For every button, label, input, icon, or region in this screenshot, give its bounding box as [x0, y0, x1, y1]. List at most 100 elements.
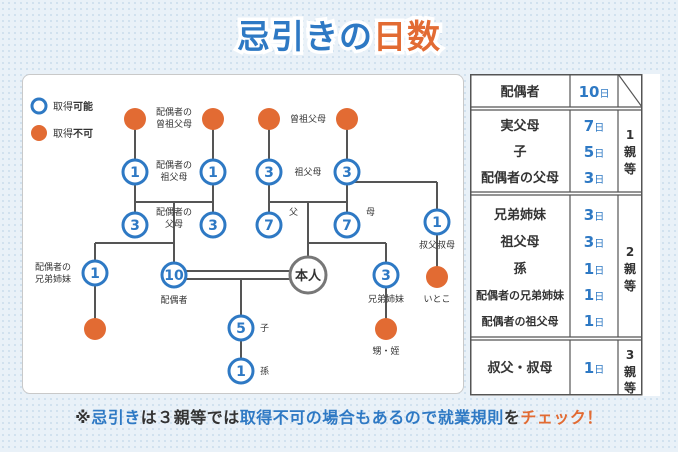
sibling-value: 3 [381, 268, 391, 284]
table-row-2-label: 実父母 [500, 118, 539, 134]
table-row-10-value: 1日 [584, 359, 604, 377]
table-row-4-label: 配偶者の父母 [481, 170, 559, 186]
spouse-great-grandparent-left-node [124, 108, 146, 130]
spouse-sibling-label-2: 兄弟姉妹 [35, 273, 71, 285]
table-row-8-label: 配偶者の兄弟姉妹 [476, 288, 565, 302]
table-row-6-label: 祖父母 [499, 234, 539, 250]
great-grandparent-left-node [258, 108, 280, 130]
spouse-sibling-value: 1 [90, 266, 100, 282]
table-row-7-value: 1日 [584, 260, 604, 278]
grandchild-value: 1 [236, 364, 246, 380]
spouse-great-grandparent-label-2: 曾祖父母 [156, 118, 192, 130]
grandparent-right-value: 3 [342, 165, 352, 181]
table-row-9-value: 1日 [584, 312, 604, 330]
spouse-grandparent-right-node [199, 158, 227, 186]
footnote-part-7: を [503, 408, 521, 427]
degree-3-char-2: 等 [623, 380, 636, 395]
leave-days-table-grid: 配偶者 10日 実父母 7日 子 5日 配偶者の父母 3日 兄弟姉妹 3日 祖父… [470, 74, 643, 396]
table-row-10-label: 叔父・叔母 [487, 360, 552, 376]
grandparent-right-node [333, 158, 361, 186]
father-value: 7 [264, 218, 274, 234]
self-label: 本人 [295, 268, 322, 284]
leave-days-table: 配偶者 10日 実父母 7日 子 5日 配偶者の父母 3日 兄弟姉妹 3日 祖父… [470, 74, 660, 396]
table-row-1-value: 10日 [579, 83, 610, 101]
footnote-prefix: ※ [75, 408, 92, 427]
degree-1-number: 1 [626, 128, 634, 142]
aunt-uncle-node [423, 208, 451, 236]
mother-value: 7 [342, 218, 352, 234]
spouse-parent-label-1: 配偶者の [156, 206, 192, 218]
spouse-grandparent-label-1: 配偶者の [156, 159, 192, 171]
sibling-node [372, 261, 400, 289]
spouse-great-grandparent-label-1: 配偶者の [156, 106, 192, 118]
degree-1-char-2: 等 [623, 161, 636, 176]
child-label: 子 [260, 323, 269, 334]
grandchild-label: 孫 [260, 365, 269, 377]
footnote-part-2: は [140, 408, 158, 427]
title-part-2: の [336, 14, 376, 60]
footnote-part-4: では [206, 408, 240, 427]
aunt-uncle-value: 1 [432, 215, 442, 231]
table-row-8-value: 1日 [584, 286, 604, 304]
table-row-3-value: 5日 [584, 143, 604, 161]
great-grandparent-label: 曾祖父母 [290, 113, 326, 125]
footnote-part-1: 忌引き [91, 408, 141, 427]
spouse-grandparent-left-node [121, 158, 149, 186]
table-row-6-value: 3日 [584, 233, 604, 251]
father-label: 父 [289, 207, 298, 218]
title-part-3: 日数 [370, 14, 444, 60]
degree-2-char-1: 親 [624, 261, 636, 276]
footnote-part-5: 取得不可の場合もあるので [239, 408, 438, 427]
spouse-parent-right-node [199, 211, 227, 239]
father-node [255, 211, 283, 239]
mother-node [333, 211, 361, 239]
family-tree-panel: 取得可能 取得不可 配偶者の 曾祖父母 曾祖父母 1 1 配偶者の 祖父母 3 … [22, 74, 464, 394]
family-tree-diagram: 取得可能 取得不可 配偶者の 曾祖父母 曾祖父母 1 1 配偶者の 祖父母 3 … [30, 97, 455, 385]
cousin-label: いとこ [423, 294, 450, 305]
grandparent-label: 祖父母 [294, 166, 321, 178]
table-row-3-label: 子 [513, 145, 526, 160]
spouse-parent-left-node [121, 211, 149, 239]
spouse-parent-right-value: 3 [208, 218, 218, 234]
table-row-1-label: 配偶者 [500, 84, 539, 100]
spouse-parent-left-value: 3 [130, 218, 140, 234]
table-row-2-value: 7日 [584, 117, 604, 135]
footnote-part-8: チェック！ [520, 408, 603, 427]
degree-2-char-2: 等 [623, 278, 636, 293]
spouse-grandparent-label-2: 祖父母 [160, 171, 187, 183]
child-node [227, 314, 255, 342]
mother-label: 母 [366, 207, 375, 218]
spouse-great-grandparent-right-node [202, 108, 224, 130]
nephew-niece-label: 甥・姪 [372, 345, 399, 357]
degree-1-char-1: 親 [624, 144, 636, 159]
grandchild-node [227, 357, 255, 385]
table-row-5-label: 兄弟姉妹 [493, 207, 547, 223]
table-row-7-label: 孫 [513, 261, 526, 277]
footnote: ※忌引きは３親等では取得不可の場合もあるので就業規則をチェック！ [0, 404, 678, 428]
child-value: 5 [236, 321, 246, 337]
legend-available-label: 取得可能 [53, 100, 93, 113]
degree-3-char-1: 親 [624, 364, 636, 379]
degree-3-number: 3 [626, 348, 634, 362]
table-row-4-value: 3日 [584, 169, 604, 187]
footnote-part-3: ３親等 [157, 408, 207, 427]
table-row-9-label: 配偶者の祖父母 [482, 314, 559, 328]
table-row-5-value: 3日 [584, 206, 604, 224]
spouse-grandparent-left-value: 1 [130, 165, 140, 181]
spouse-label: 配偶者 [160, 294, 187, 306]
spouse-sibling-child-node [84, 318, 106, 340]
spouse-grandparent-right-value: 1 [208, 165, 218, 181]
self-node [288, 255, 328, 295]
spouse-parent-label-2: 父母 [165, 219, 183, 230]
spouse-sibling-label-1: 配偶者の [35, 261, 71, 273]
footnote-part-6: 就業規則 [437, 408, 504, 427]
sibling-label: 兄弟姉妹 [368, 293, 404, 305]
nephew-niece-node [375, 318, 397, 340]
legend-unavailable-label: 取得不可 [53, 128, 93, 140]
spouse-value: 10 [164, 268, 184, 284]
aunt-uncle-label: 叔父叔母 [419, 239, 455, 251]
legend-unavailable-icon [31, 125, 47, 141]
spouse-sibling-node [81, 259, 109, 287]
grandparent-left-value: 3 [264, 165, 274, 181]
title-part-1: 忌引き [234, 14, 342, 60]
